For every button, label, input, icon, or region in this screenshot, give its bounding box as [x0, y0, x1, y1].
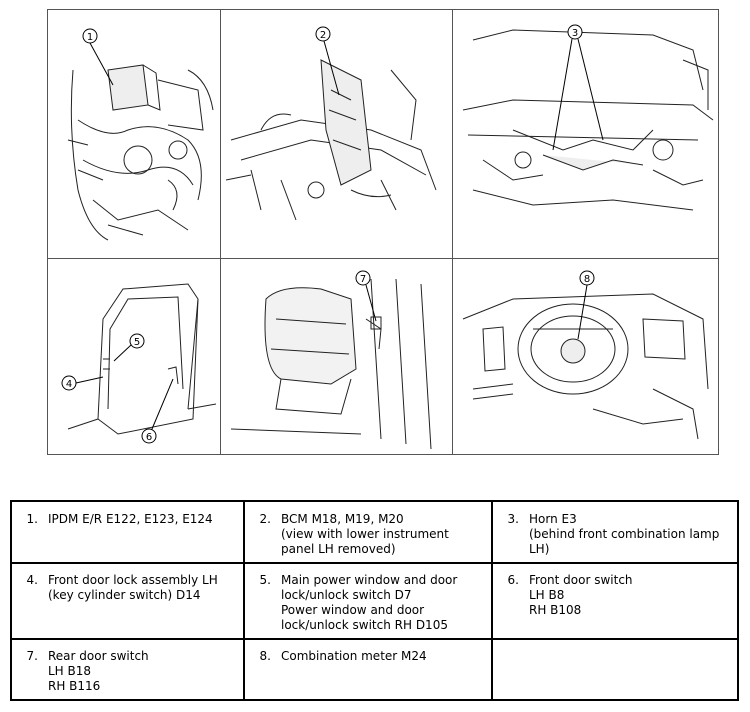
- callout-7: 7: [360, 274, 366, 285]
- horn-illustration: 3: [462, 24, 714, 211]
- panel-combination-meter: 8: [453, 259, 718, 454]
- callout-2: 2: [320, 30, 326, 41]
- legend-text-line: IPDM E/R E122, E123, E124: [48, 512, 213, 526]
- legend-text-lines: BCM M18, M19, M20(view with lower instru…: [281, 512, 449, 556]
- bcm-illustration: 2: [225, 26, 437, 221]
- callout-3: 3: [572, 28, 578, 39]
- engine-room-illustration: 1: [67, 28, 214, 241]
- callout-8: 8: [584, 274, 590, 285]
- callout-4: 4: [66, 379, 72, 390]
- legend-num: 3.: [507, 512, 519, 526]
- legend-num: 2.: [259, 512, 271, 526]
- legend-num: 7.: [26, 649, 38, 663]
- panel-bcm: 2: [221, 10, 452, 258]
- panel-ipdm-engine-room: 1: [48, 10, 220, 258]
- legend-table: 1. IPDM E/R E122, E123, E124 2. BCM M18,…: [10, 500, 739, 701]
- callout-5: 5: [134, 337, 140, 348]
- component-location-diagram: 1 2: [47, 9, 719, 455]
- legend-num: 1.: [26, 512, 38, 526]
- legend-num: 8.: [259, 649, 271, 663]
- panel-front-door: 4 5 6: [48, 259, 220, 454]
- legend-text-lines: Front door lock assembly LH(key cylinder…: [48, 573, 218, 602]
- callout-6: 6: [146, 432, 152, 443]
- callout-1: 1: [87, 32, 93, 43]
- panel-horn: 3: [453, 10, 718, 258]
- front-door-illustration: 4 5 6: [61, 283, 217, 444]
- legend-num: 5.: [259, 573, 271, 587]
- rear-door-illustration: 7: [230, 270, 432, 450]
- combination-meter-illustration: 8: [462, 270, 709, 440]
- legend-num: 4.: [26, 573, 38, 587]
- legend-text-line: Combination meter M24: [281, 649, 427, 663]
- legend-num: 6.: [507, 573, 519, 587]
- panel-rear-door-switch: 7: [221, 259, 452, 454]
